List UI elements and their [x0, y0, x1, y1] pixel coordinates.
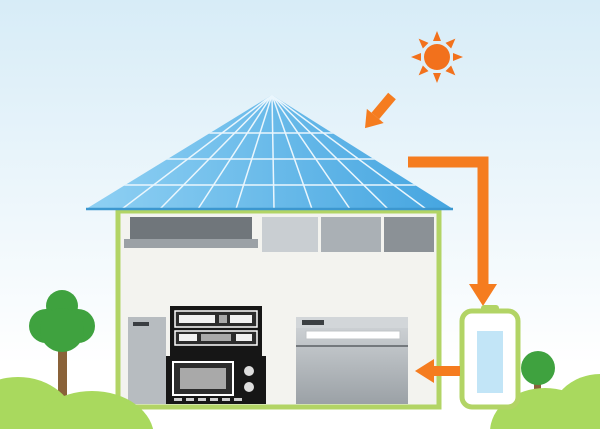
- display-segment: [179, 315, 215, 323]
- sun-core: [424, 44, 450, 70]
- sun-ray: [418, 38, 429, 49]
- arrow-shaft: [434, 366, 460, 376]
- dishwasher-groove: [296, 345, 408, 347]
- dishwasher-handle: [305, 330, 401, 340]
- battery-cell: [477, 331, 503, 393]
- sun-ray: [433, 73, 441, 83]
- left-bushes: [0, 377, 154, 429]
- roof-surface: [86, 95, 453, 209]
- range-hood-lip: [124, 239, 258, 248]
- window-panel: [384, 217, 434, 252]
- dishwasher-body: [296, 317, 408, 404]
- arrow-sun-to-roof-icon: [365, 92, 396, 129]
- window-panel: [262, 217, 318, 252]
- storage-battery-unit: [459, 305, 521, 410]
- grid-line: [159, 95, 273, 209]
- microwave-window-inner: [180, 368, 226, 389]
- dishwasher-counter: [296, 317, 408, 328]
- grid-line: [271, 95, 389, 209]
- sun-ray: [445, 38, 456, 49]
- display-segment: [179, 334, 197, 341]
- arrow-head: [469, 284, 497, 306]
- display-segment: [219, 315, 227, 323]
- range-hood: [130, 217, 252, 239]
- arrow-shaft: [408, 156, 489, 286]
- sun-ray: [445, 65, 456, 76]
- grid-line: [271, 95, 427, 209]
- upper-floor: [124, 217, 434, 252]
- microwave-knob: [244, 382, 254, 392]
- house-body: [115, 208, 442, 410]
- cabinet-vent: [133, 322, 149, 326]
- arrow-battery-to-appliances-icon: [415, 359, 460, 383]
- bush-mound: [548, 374, 600, 429]
- tree-foliage: [521, 351, 555, 385]
- window-panel: [321, 217, 381, 252]
- sun-rays: [411, 31, 463, 83]
- grid-line: [235, 95, 273, 209]
- arrow-head: [415, 359, 434, 383]
- left-tree: [29, 290, 95, 407]
- dishwasher: [296, 317, 408, 404]
- side-cabinet: [128, 317, 166, 404]
- bush-mound: [30, 391, 154, 429]
- solar-panel-roof: [86, 95, 453, 211]
- grid-line: [197, 95, 273, 209]
- arrow-shaft: [371, 92, 396, 120]
- sun-ray: [453, 53, 463, 61]
- button: [186, 398, 194, 401]
- kitchen-appliances: [128, 306, 408, 404]
- grid-line: [121, 95, 273, 209]
- sun-icon: [411, 31, 463, 83]
- dishwasher-vent: [302, 320, 324, 325]
- tree-trunk: [58, 345, 67, 407]
- button: [234, 398, 242, 401]
- grid-line: [271, 95, 275, 209]
- button: [174, 398, 182, 401]
- arrow-roof-to-battery-icon: [408, 156, 497, 306]
- button: [198, 398, 206, 401]
- stereo-unit: [170, 306, 262, 356]
- microwave-knob: [244, 366, 254, 376]
- display-segment: [201, 334, 231, 341]
- sun-ray: [411, 53, 421, 61]
- button: [222, 398, 230, 401]
- foliage-lobe: [40, 308, 84, 352]
- sun-ray: [418, 65, 429, 76]
- arrow-head: [365, 108, 384, 129]
- display-segment: [230, 315, 252, 323]
- sun-ray: [433, 31, 441, 41]
- button: [210, 398, 218, 401]
- microwave-buttons: [174, 398, 242, 401]
- microwave-oven: [166, 356, 266, 404]
- grid-line: [271, 95, 313, 209]
- display-segment: [236, 334, 252, 341]
- grid-line: [271, 95, 351, 209]
- tree-foliage: [29, 290, 95, 352]
